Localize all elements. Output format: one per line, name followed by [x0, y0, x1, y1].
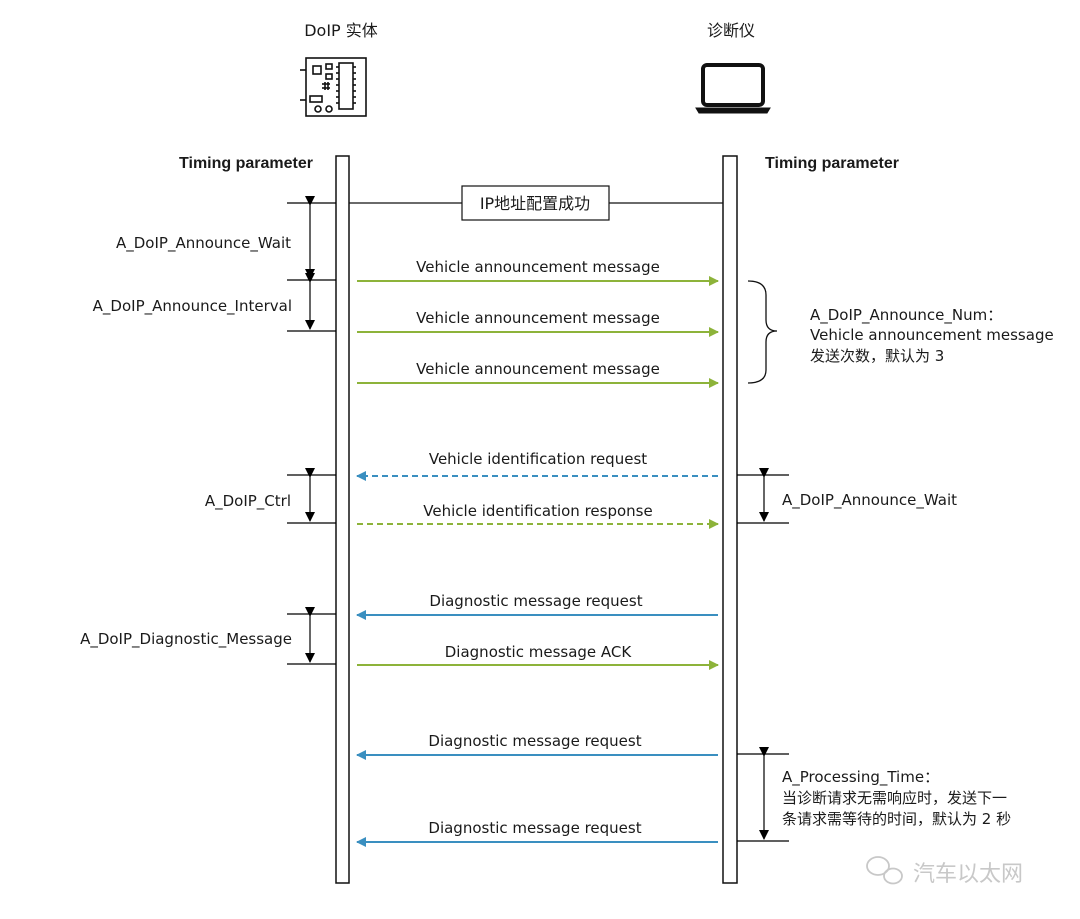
- wechat-icon: [866, 856, 903, 885]
- lifeline-doip: [335, 155, 350, 884]
- entity-title-doip: DoIP 实体: [304, 21, 378, 40]
- message-label: Diagnostic message request: [428, 819, 641, 837]
- processing-time-line2: 当诊断请求无需响应时，发送下一: [782, 789, 1007, 807]
- timing-header-left: Timing parameter: [179, 155, 313, 172]
- laptop-icon: [695, 63, 771, 114]
- left-timing-markers: [287, 196, 336, 665]
- message-label: Diagnostic message request: [428, 732, 641, 750]
- message-label: Diagnostic message request: [429, 592, 642, 610]
- param-tester-announce-wait: A_DoIP_Announce_Wait: [782, 491, 957, 510]
- announce-num-line3: 发送次数，默认为 3: [810, 347, 944, 365]
- timing-header-right: Timing parameter: [765, 155, 899, 172]
- ip-config-label: IP地址配置成功: [480, 194, 590, 213]
- message-label: Vehicle identification request: [429, 450, 647, 468]
- circuit-board-icon: [300, 57, 367, 117]
- announce-num-line2: Vehicle announcement message: [810, 326, 1054, 344]
- param-announce-wait: A_DoIP_Announce_Wait: [116, 234, 291, 253]
- message-label: Vehicle identification response: [423, 502, 652, 520]
- announce-num-brace: [747, 280, 778, 384]
- message-label: Diagnostic message ACK: [445, 643, 633, 661]
- param-doip-ctrl: A_DoIP_Ctrl: [205, 492, 291, 511]
- processing-time-title: A_Processing_Time：: [782, 768, 939, 787]
- processing-time-line3: 条请求需等待的时间，默认为 2 秒: [782, 810, 1011, 828]
- message-label: Vehicle announcement message: [416, 360, 660, 378]
- messages: Vehicle announcement message Vehicle ann…: [356, 258, 719, 847]
- param-announce-interval: A_DoIP_Announce_Interval: [93, 297, 292, 316]
- ip-config-box: [461, 185, 610, 221]
- announce-num-title: A_DoIP_Announce_Num：: [810, 306, 1002, 325]
- message-label: Vehicle announcement message: [416, 309, 660, 327]
- message-label: Vehicle announcement message: [416, 258, 660, 276]
- lifeline-tester: [722, 155, 738, 884]
- watermark-text: 汽车以太网: [913, 862, 1023, 887]
- param-diagnostic-message: A_DoIP_Diagnostic_Message: [80, 630, 292, 649]
- right-timing-markers: [737, 468, 789, 842]
- entity-title-tester: 诊断仪: [707, 21, 755, 40]
